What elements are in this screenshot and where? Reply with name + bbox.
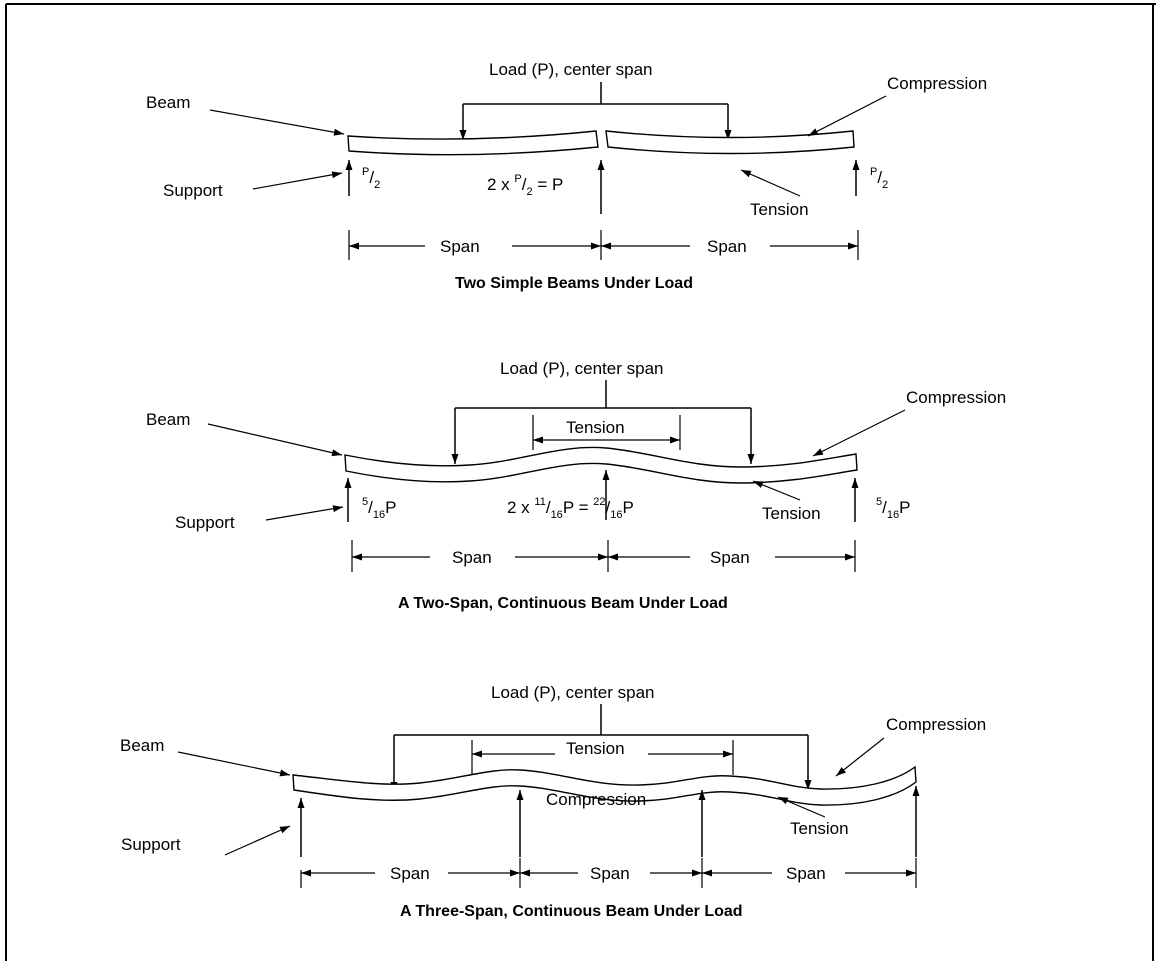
reaction-center: 2 x P/2 = P <box>487 173 563 198</box>
reaction-center: 2 x 11/16P = 22/16P <box>507 496 634 521</box>
span-label-left: Span <box>452 548 492 567</box>
reaction-left: 5/16P <box>362 496 396 521</box>
tension-bottom-label: Tension <box>762 504 821 523</box>
span-label-3: Span <box>786 864 826 883</box>
span-label-1: Span <box>390 864 430 883</box>
compression-mid-label: Compression <box>546 790 646 809</box>
load-bracket <box>455 380 751 409</box>
compression-label: Compression <box>906 388 1006 407</box>
span-label-2: Span <box>590 864 630 883</box>
tension-bottom-pointer <box>777 796 826 818</box>
tension-pointer <box>740 169 801 197</box>
span-label-left: Span <box>440 237 480 256</box>
beam-pointer <box>207 423 343 457</box>
beam-label: Beam <box>146 93 190 112</box>
compression-label: Compression <box>887 74 987 93</box>
support-label: Support <box>163 181 223 200</box>
beam-pointer <box>209 109 345 136</box>
reaction-left: P/2 <box>362 166 380 191</box>
load-label: Load (P), center span <box>500 359 663 378</box>
beam-left <box>347 130 599 156</box>
support-pointer <box>252 171 343 190</box>
beam-label: Beam <box>120 736 164 755</box>
diagram-two-span-continuous: Load (P), center span Tension Beam Compr… <box>146 359 1006 612</box>
span-label-right: Span <box>707 237 747 256</box>
diagram-title: Two Simple Beams Under Load <box>455 275 693 292</box>
tension-top-label: Tension <box>566 739 625 758</box>
load-bracket <box>394 704 808 736</box>
support-pointer <box>224 825 291 856</box>
reaction-right: 5/16P <box>876 496 910 521</box>
support-label: Support <box>121 835 181 854</box>
compression-top-pointer <box>835 737 885 777</box>
tension-top-label: Tension <box>566 418 625 437</box>
tension-label: Tension <box>750 200 809 219</box>
compression-pointer <box>807 95 887 137</box>
tension-bottom-pointer <box>752 480 801 501</box>
load-bracket <box>463 82 728 105</box>
compression-top-label: Compression <box>886 715 986 734</box>
diagram-title: A Three-Span, Continuous Beam Under Load <box>400 903 743 920</box>
load-label: Load (P), center span <box>489 60 652 79</box>
span-label-right: Span <box>710 548 750 567</box>
diagram-two-simple-beams: Load (P), center span Beam Compression T… <box>146 60 987 292</box>
beam-label: Beam <box>146 410 190 429</box>
load-label: Load (P), center span <box>491 683 654 702</box>
beam-right <box>605 130 855 155</box>
beam-pointer <box>177 751 291 777</box>
beam-continuous <box>292 765 917 806</box>
diagram-title: A Two-Span, Continuous Beam Under Load <box>398 595 728 612</box>
support-pointer <box>265 505 344 521</box>
diagram-three-span-continuous: Load (P), center span Tension Beam Compr… <box>120 683 986 920</box>
support-label: Support <box>175 513 235 532</box>
beam-continuous <box>344 446 858 484</box>
compression-pointer <box>812 409 906 457</box>
tension-bottom-label: Tension <box>790 819 849 838</box>
reaction-right: P/2 <box>870 166 888 191</box>
